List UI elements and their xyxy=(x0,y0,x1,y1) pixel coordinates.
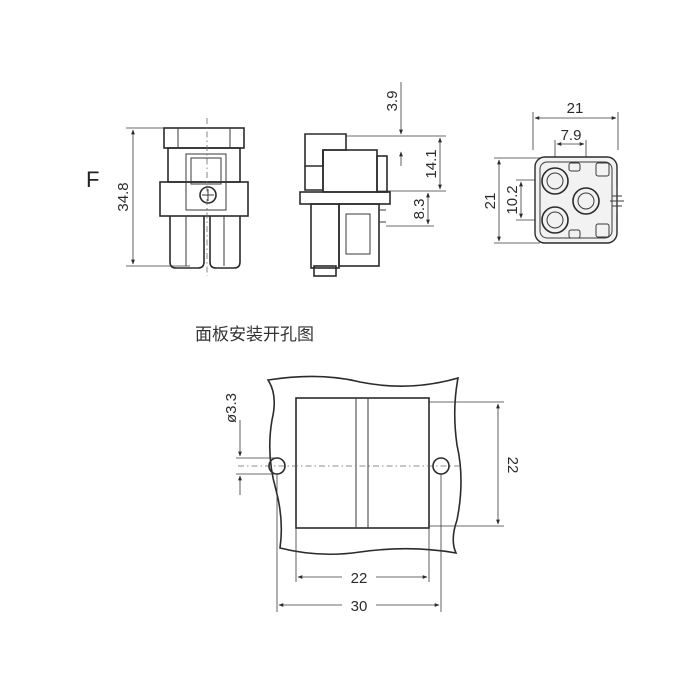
top-pitch-x-label: 7.9 xyxy=(561,127,582,144)
top-view: 21 7.9 21 10.2 xyxy=(482,100,624,244)
contact-icon xyxy=(541,206,569,234)
screw-icon xyxy=(199,186,217,204)
top-pitch-y-label: 10.2 xyxy=(504,185,521,214)
panel-cutout: ø3.3 22 22 30 xyxy=(223,375,521,615)
contact-icon xyxy=(572,187,600,215)
hole-diameter-label: ø3.3 xyxy=(223,393,240,423)
front-top-offset-label: 3.9 xyxy=(384,91,401,112)
front-lower-label: 8.3 xyxy=(411,199,428,220)
side-view: 34.8 xyxy=(115,118,249,276)
contact-icon xyxy=(541,167,569,195)
cutout-inner-width-label: 22 xyxy=(351,570,368,587)
top-width-label: 21 xyxy=(567,100,584,117)
cutout-title: 面板安装开孔图 xyxy=(195,325,314,345)
front-view: 3.9 14.1 8.3 xyxy=(299,82,446,277)
top-height-label: 21 xyxy=(482,193,499,210)
cutout-height-label: 22 xyxy=(504,457,521,474)
view-label: F xyxy=(86,167,99,192)
front-upper-label: 14.1 xyxy=(423,149,440,178)
side-height-label: 34.8 xyxy=(115,182,132,211)
cutout-outer-width-label: 30 xyxy=(351,598,368,615)
